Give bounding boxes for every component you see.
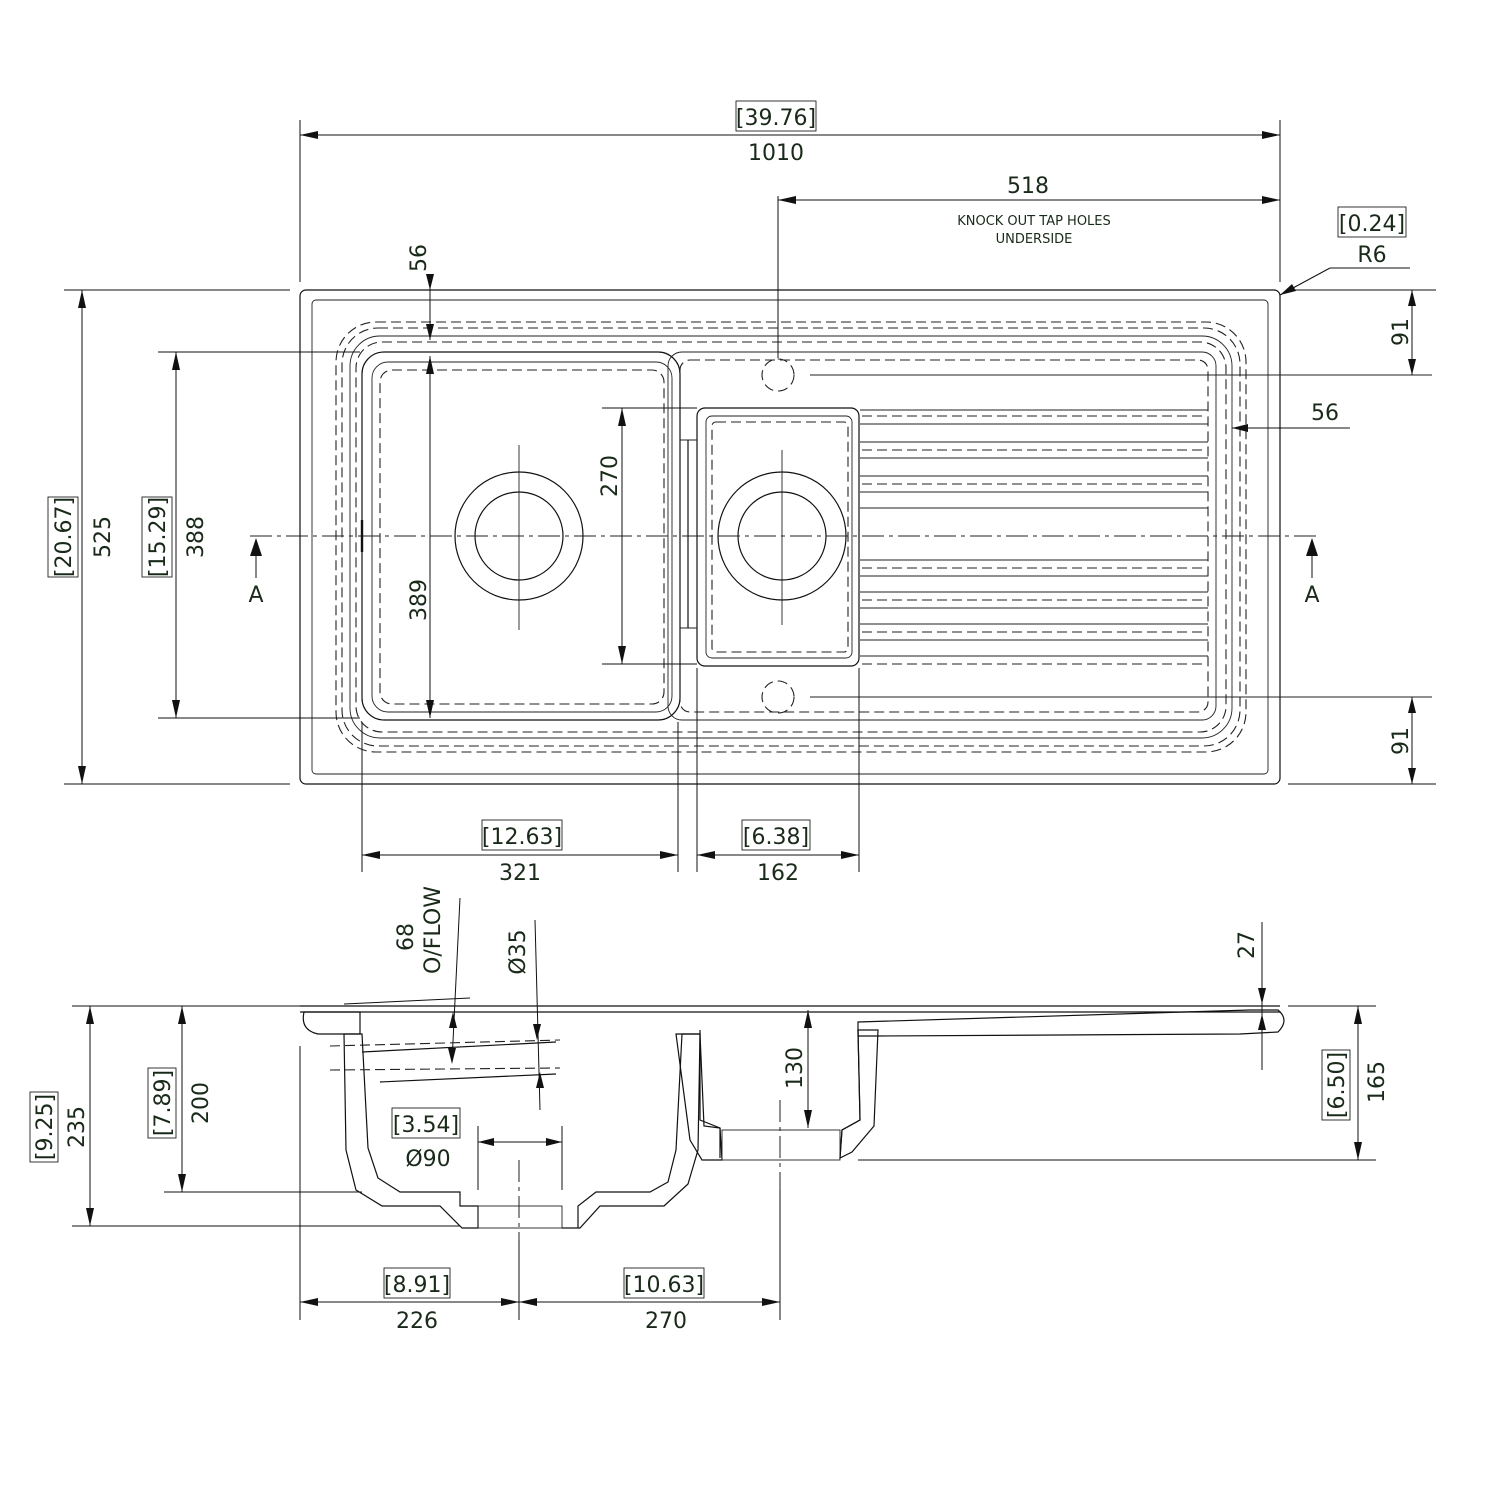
- inner-bowl-mm: 389: [407, 579, 432, 621]
- bowl-depth-in: [7.89]: [151, 1070, 176, 1136]
- waste-dia-mm: Ø90: [405, 1147, 450, 1172]
- tap-hole-top-mm: 91: [1389, 318, 1414, 346]
- overflow-dia: Ø35: [506, 929, 531, 974]
- corner-radius-mm: R6: [1357, 243, 1386, 268]
- waste-offset-mm: 226: [396, 1309, 438, 1334]
- half-bowl-length-mm: 270: [598, 455, 623, 497]
- waste-spacing-in: [10.63]: [624, 1273, 704, 1298]
- section-marker-left: A: [248, 583, 263, 608]
- main-bowl-width-mm: 321: [499, 861, 541, 886]
- bowl-length-mm: 388: [184, 516, 209, 558]
- sink-outline: [299, 289, 1281, 785]
- half-bowl-width-mm: 162: [757, 861, 799, 886]
- section-dimensions: 68 O/FLOW Ø35 27 130 [3.54] Ø90 [9.25: [29, 886, 1390, 1334]
- corner-radius-in: [0.24]: [1339, 212, 1405, 237]
- overflow-mm: 68: [394, 923, 419, 951]
- total-height-mm: 235: [65, 1106, 90, 1148]
- half-bowl-height-mm: 165: [1365, 1061, 1390, 1103]
- overall-width-in: [39.76]: [736, 106, 816, 131]
- overall-depth-in: [20.67]: [52, 497, 77, 577]
- half-bowl-depth-mm: 130: [783, 1047, 808, 1089]
- section-drainer: [857, 1009, 1285, 1037]
- section-view: [300, 1005, 1285, 1300]
- tap-hole-bottom-mm: 91: [1389, 727, 1414, 755]
- half-bowl-width-in: [6.38]: [743, 825, 809, 850]
- right-rim-mm: 56: [1311, 401, 1339, 426]
- half-bowl: [696, 407, 860, 667]
- plan-dimensions: [39.76] 1010 518 KNOCK OUT TAP HOLES UND…: [47, 100, 1436, 886]
- overflow-label: O/FLOW: [421, 886, 446, 974]
- rim-top-mm: 56: [407, 244, 432, 272]
- total-height-in: [9.25]: [33, 1094, 58, 1160]
- tap-hole-bottom: [761, 680, 795, 714]
- drainer-grooves: [860, 409, 1208, 665]
- bowl-length-in: [15.29]: [146, 497, 171, 577]
- tap-note-line1: KNOCK OUT TAP HOLES: [957, 214, 1111, 229]
- overall-depth-mm: 525: [91, 516, 116, 558]
- section-left-rim: [302, 1011, 361, 1035]
- waste-offset-in: [8.91]: [384, 1273, 450, 1298]
- tap-note-line2: UNDERSIDE: [996, 232, 1073, 247]
- overall-width-mm: 1010: [748, 141, 804, 166]
- waste-spacing-mm: 270: [645, 1309, 687, 1334]
- waste-dia-in: [3.54]: [393, 1113, 459, 1138]
- section-marker-right: A: [1304, 583, 1319, 608]
- half-bowl-height-in: [6.50]: [1325, 1052, 1350, 1118]
- tap-hole-top: [761, 358, 795, 392]
- tap-offset-mm: 518: [1007, 174, 1049, 199]
- plan-view: [250, 289, 1432, 785]
- rim-thickness-mm: 27: [1235, 931, 1260, 959]
- bowl-depth-mm: 200: [189, 1082, 214, 1124]
- main-bowl-width-in: [12.63]: [482, 825, 562, 850]
